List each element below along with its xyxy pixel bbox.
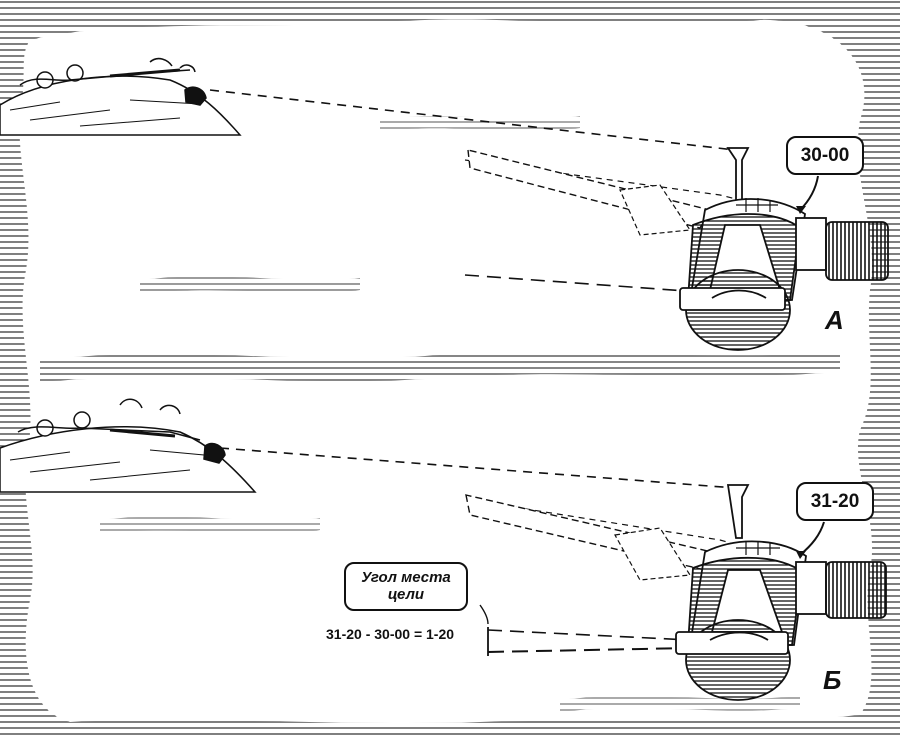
reading-callout-a: 30-00 — [786, 136, 864, 175]
reading-callout-b: 31-20 — [796, 482, 874, 521]
sight-mechanism-a — [679, 147, 889, 351]
sight-mechanism-b — [675, 484, 887, 701]
observer-soldiers-a — [19, 57, 207, 106]
barrel-line-b — [487, 629, 691, 641]
line-of-sight-a — [209, 89, 736, 151]
target-angle-title-line2: цели — [387, 586, 425, 604]
line-of-sight-b — [219, 447, 736, 489]
panel-b — [0, 398, 887, 701]
panel-label-b: Б — [823, 665, 842, 695]
target-angle-title-line1: Угол места — [361, 569, 451, 586]
elevation-drum-a — [795, 217, 827, 271]
target-angle-callout: Угол места цели — [344, 562, 468, 611]
panel-a — [0, 57, 889, 351]
horizontal-line-b — [487, 647, 691, 653]
handwheel-knob-a — [825, 221, 889, 281]
angle-formula: 31-20 - 30-00 = 1-20 — [326, 626, 455, 642]
elevation-drum-b — [795, 561, 827, 615]
observer-soldiers-b — [17, 398, 226, 464]
handwheel-knob-b — [825, 561, 887, 619]
panel-label-a: А — [825, 305, 844, 335]
barrel-line-a — [464, 274, 701, 293]
